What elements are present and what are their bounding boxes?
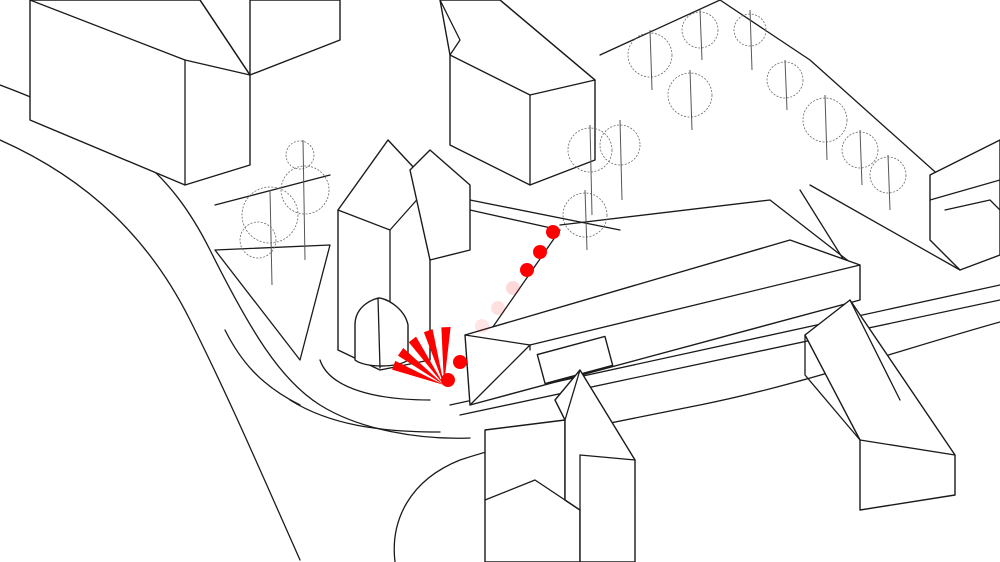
tree (667, 69, 713, 131)
tree (239, 186, 299, 286)
tower-building (337, 139, 471, 371)
tree (599, 119, 641, 201)
view-rays (392, 327, 451, 385)
building-north-center (439, 0, 596, 186)
view-ray (397, 348, 444, 385)
tree (802, 94, 848, 161)
tree (280, 139, 330, 261)
building-north-left (249, 0, 341, 76)
view-ray (423, 329, 444, 385)
building-front-right (804, 299, 956, 511)
trees (239, 9, 907, 286)
tree (567, 124, 613, 216)
path-dot (441, 373, 455, 387)
long-building (464, 239, 861, 406)
tree (766, 59, 804, 111)
tree (869, 154, 907, 211)
path-dot (453, 355, 467, 369)
tree (733, 9, 767, 71)
view-ray (392, 360, 444, 385)
building-east (929, 139, 1000, 271)
building-northwest (29, 0, 251, 186)
view-ray (408, 336, 444, 385)
path-dot (491, 301, 505, 315)
building-front-center (484, 369, 636, 562)
tree (841, 129, 879, 186)
path-dot (506, 281, 520, 295)
tree (681, 9, 719, 61)
tree (627, 29, 673, 91)
view-ray (441, 327, 451, 385)
path-dot (533, 245, 547, 259)
tree (562, 189, 608, 251)
path-dot (546, 225, 560, 239)
path-dot (520, 263, 534, 277)
path-dot (475, 319, 489, 333)
